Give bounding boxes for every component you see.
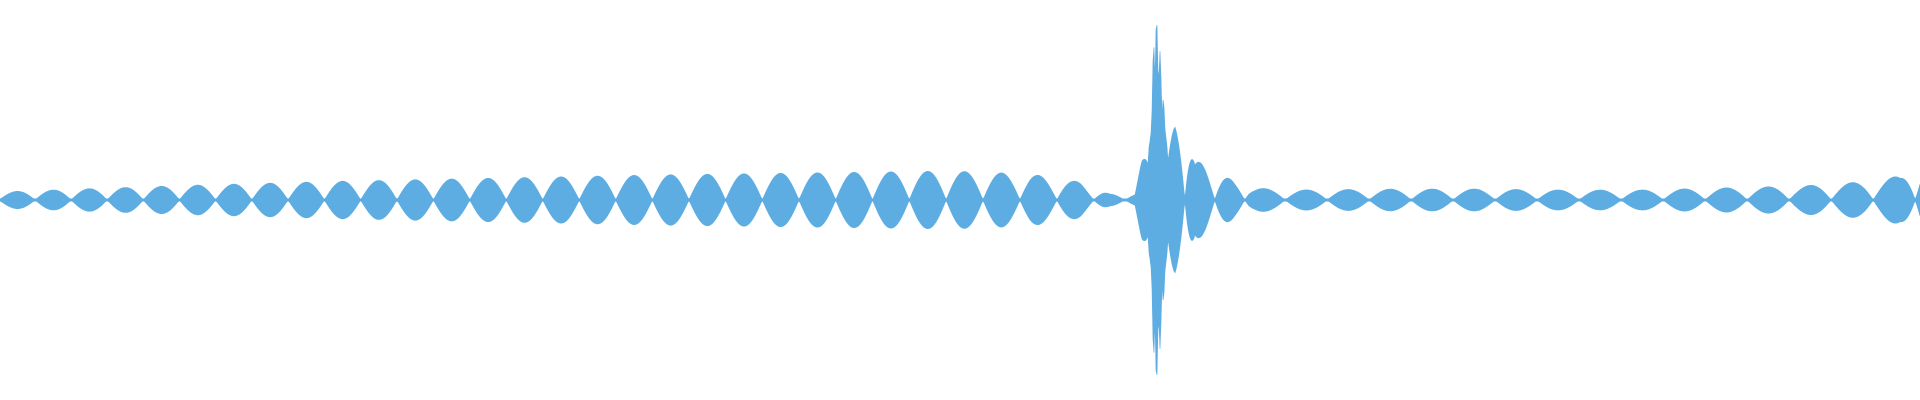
waveform-shape (0, 25, 1920, 375)
